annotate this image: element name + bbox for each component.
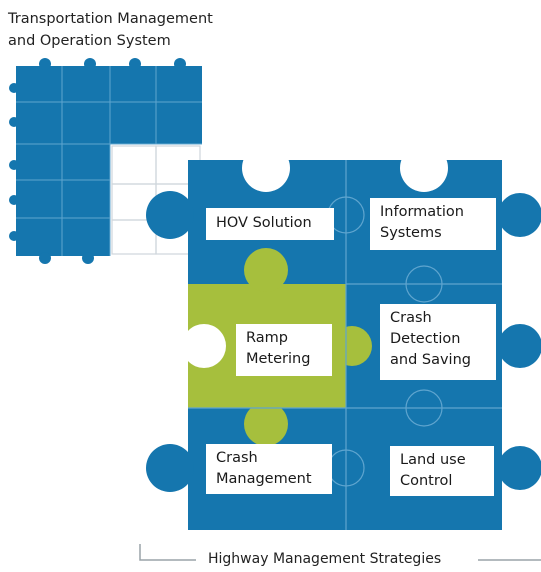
system-title-line2: and Operation System [8,33,171,49]
ramp-piece-bottom-knob [244,402,288,446]
system-title: Transportation Management and Operation … [8,8,268,52]
right-knob-middle [498,324,541,368]
crash-management-line2: Management [216,471,312,487]
right-knob-top [498,193,541,237]
hov-solution-text: HOV Solution [216,215,312,231]
ramp-metering-label: Ramp Metering [236,324,332,376]
crash-detection-label: Crash Detection and Saving [380,304,496,380]
land-use-control-label: Land use Control [390,446,494,496]
crash-detection-line2: Detection [390,331,461,347]
crash-management-line1: Crash [216,450,258,466]
ramp-metering-line2: Metering [246,351,311,367]
top-left-notch [242,144,290,192]
ramp-piece-top-knob [244,248,288,292]
land-use-control-line2: Control [400,473,453,489]
information-systems-label: Information Systems [370,198,496,250]
highway-strategies-label: Highway Management Strategies [208,551,442,567]
ramp-metering-line1: Ramp [246,330,288,346]
ramp-piece-left-notch [182,324,226,368]
small-grid-lines [16,66,202,256]
crash-detection-line1: Crash [390,310,432,326]
right-knob-bottom [498,446,541,490]
crash-detection-line3: and Saving [390,352,471,368]
top-right-notch [400,144,448,192]
small-grid-knobs [9,58,186,264]
left-knob-top [146,191,194,239]
ramp-piece-right-knob [332,326,372,366]
land-use-control-line1: Land use [400,452,466,468]
system-title-line1: Transportation Management [8,11,213,27]
information-systems-line2: Systems [380,225,442,241]
left-knob-bottom [146,444,194,492]
large-puzzle-seams [188,160,502,530]
crash-management-label: Crash Management [206,444,332,494]
hov-solution-label: HOV Solution [206,208,334,240]
bottom-bracket [139,544,541,561]
information-systems-line1: Information [380,204,464,220]
